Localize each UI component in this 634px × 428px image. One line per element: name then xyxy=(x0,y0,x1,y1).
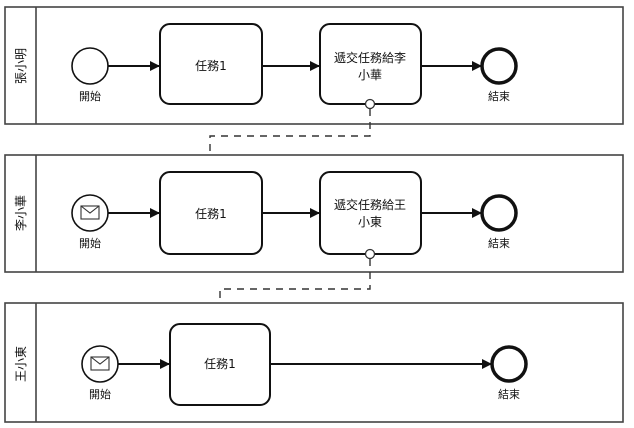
lane-name: 王小東 xyxy=(14,346,28,382)
task-1[interactable] xyxy=(159,23,263,105)
message-flow-source xyxy=(364,248,376,260)
start-event[interactable] xyxy=(71,47,109,85)
pool-li-xiaohua: 李小華 開始 任務1 遞交任務給王 小東 結束 xyxy=(4,154,624,273)
lane-name: 李小華 xyxy=(13,195,28,231)
end-event[interactable] xyxy=(480,47,518,85)
pool-wang-xiaodong: 王小東 開始 任務1 結束 xyxy=(4,302,624,423)
task-label: 任務1 xyxy=(195,207,227,221)
end-label: 結束 xyxy=(488,89,510,103)
task-label-line2: 小東 xyxy=(358,215,382,229)
end-label: 結束 xyxy=(498,387,520,401)
start-label: 開始 xyxy=(79,89,101,103)
end-event[interactable] xyxy=(490,345,528,383)
message-flow-source xyxy=(364,98,376,110)
start-label: 開始 xyxy=(79,236,101,250)
task-label: 任務1 xyxy=(204,357,236,371)
task-label: 任務1 xyxy=(195,59,227,73)
task-label-line2: 小華 xyxy=(358,68,382,82)
end-event[interactable] xyxy=(480,194,518,232)
task-label-line1: 遞交任務給王 xyxy=(334,197,406,212)
message-flow[interactable] xyxy=(210,109,371,171)
end-label: 結束 xyxy=(488,236,510,250)
lane-name: 張小明 xyxy=(14,48,28,84)
envelope-icon xyxy=(90,356,110,371)
envelope-icon xyxy=(80,205,100,220)
task-handoff[interactable] xyxy=(319,171,422,255)
start-label: 開始 xyxy=(89,387,111,401)
pool-zhang-xiaoming: 張小明 開始 任務1 遞交任務給李 小華 結束 xyxy=(4,6,624,125)
task-label-line1: 遞交任務給李 xyxy=(334,50,406,65)
